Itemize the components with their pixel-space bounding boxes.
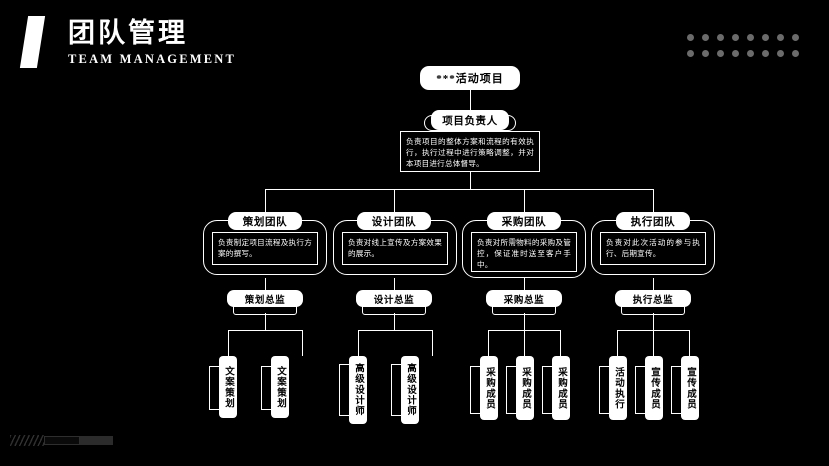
- connector-member4b-drop: [653, 330, 654, 356]
- connector-team2-to-director: [394, 278, 395, 296]
- node-member-3a[interactable]: 采购成员: [480, 356, 498, 420]
- node-member-1a[interactable]: 文案策划: [219, 356, 237, 418]
- dot: [792, 34, 799, 41]
- connector-member1b-drop: [302, 330, 303, 356]
- page-subtitle: TEAM MANAGEMENT: [68, 52, 237, 66]
- connector-member3a-drop: [488, 330, 489, 356]
- connector-director1-stem: [265, 313, 266, 330]
- dot: [717, 34, 724, 41]
- connector-member1a-drop: [228, 330, 229, 356]
- connector-director1-bus: [228, 330, 302, 331]
- node-director-4[interactable]: 执行总监: [615, 290, 691, 307]
- node-member-3c[interactable]: 采购成员: [552, 356, 570, 420]
- dot: [732, 34, 739, 41]
- connector-team1-to-director: [265, 278, 266, 296]
- description-team-4: 负责对此次活动的参与执行、后期宣传。: [600, 232, 706, 265]
- node-member-2b[interactable]: 高级设计师: [401, 356, 419, 424]
- dot: [732, 50, 739, 57]
- node-member-4a[interactable]: 活动执行: [609, 356, 627, 420]
- dot: [777, 50, 784, 57]
- description-team-3: 负责对所需物料的采购及管控，保证准时送至客户手中。: [471, 232, 577, 272]
- dot: [717, 50, 724, 57]
- connector-director3-stem: [524, 313, 525, 330]
- node-member-3b[interactable]: 采购成员: [516, 356, 534, 420]
- dot: [762, 34, 769, 41]
- node-team-4[interactable]: 执行团队: [616, 212, 690, 230]
- page-title: 团队管理: [68, 18, 188, 48]
- connector-member3b-drop: [524, 330, 525, 356]
- description-project-lead: 负责项目的整体方案和流程的有效执行，执行过程中进行策略调整，并对本项目进行总体督…: [400, 131, 540, 172]
- header-accent-bar: [19, 16, 46, 68]
- dot: [777, 34, 784, 41]
- description-team-1: 负责制定项目流程及执行方案的撰写。: [212, 232, 318, 265]
- footer-decoration: [10, 435, 113, 446]
- dot: [792, 50, 799, 57]
- connector-member3c-drop: [560, 330, 561, 356]
- dot: [702, 50, 709, 57]
- connector-root-to-lead: [470, 90, 471, 110]
- dot: [687, 34, 694, 41]
- node-member-1b[interactable]: 文案策划: [271, 356, 289, 418]
- description-team-2: 负责对线上宣传及方案效果的展示。: [342, 232, 448, 265]
- node-member-4c[interactable]: 宣传成员: [681, 356, 699, 420]
- connector-team-bus: [265, 189, 653, 190]
- hatch-pattern-icon: [10, 435, 44, 446]
- node-root-project[interactable]: ***活动项目: [420, 66, 520, 90]
- node-team-3[interactable]: 采购团队: [487, 212, 561, 230]
- node-director-2[interactable]: 设计总监: [356, 290, 432, 307]
- connector-director2-bus: [358, 330, 432, 331]
- dot: [687, 50, 694, 57]
- connector-member2a-drop: [358, 330, 359, 356]
- node-project-lead[interactable]: 项目负责人: [431, 110, 509, 130]
- dot: [747, 50, 754, 57]
- dot: [747, 34, 754, 41]
- connector-lead-to-bus: [470, 172, 471, 189]
- footer-bar-solid: [80, 436, 113, 445]
- node-member-2a[interactable]: 高级设计师: [349, 356, 367, 424]
- connector-bus-drop-1: [265, 189, 266, 219]
- connector-member2b-drop: [432, 330, 433, 356]
- connector-member4c-drop: [689, 330, 690, 356]
- connector-bus-drop-4: [653, 189, 654, 219]
- node-director-1[interactable]: 策划总监: [227, 290, 303, 307]
- dot: [702, 34, 709, 41]
- node-member-4b[interactable]: 宣传成员: [645, 356, 663, 420]
- footer-bar-outline: [44, 436, 80, 445]
- node-team-2[interactable]: 设计团队: [357, 212, 431, 230]
- connector-director4-stem: [653, 313, 654, 330]
- connector-bus-drop-3: [524, 189, 525, 219]
- connector-member4a-drop: [617, 330, 618, 356]
- connector-bus-drop-2: [394, 189, 395, 219]
- connector-team4-to-director: [653, 278, 654, 296]
- node-team-1[interactable]: 策划团队: [228, 212, 302, 230]
- decorative-dot-grid: [687, 34, 807, 66]
- dot: [762, 50, 769, 57]
- connector-director2-stem: [394, 313, 395, 330]
- connector-team3-to-director: [524, 278, 525, 296]
- node-director-3[interactable]: 采购总监: [486, 290, 562, 307]
